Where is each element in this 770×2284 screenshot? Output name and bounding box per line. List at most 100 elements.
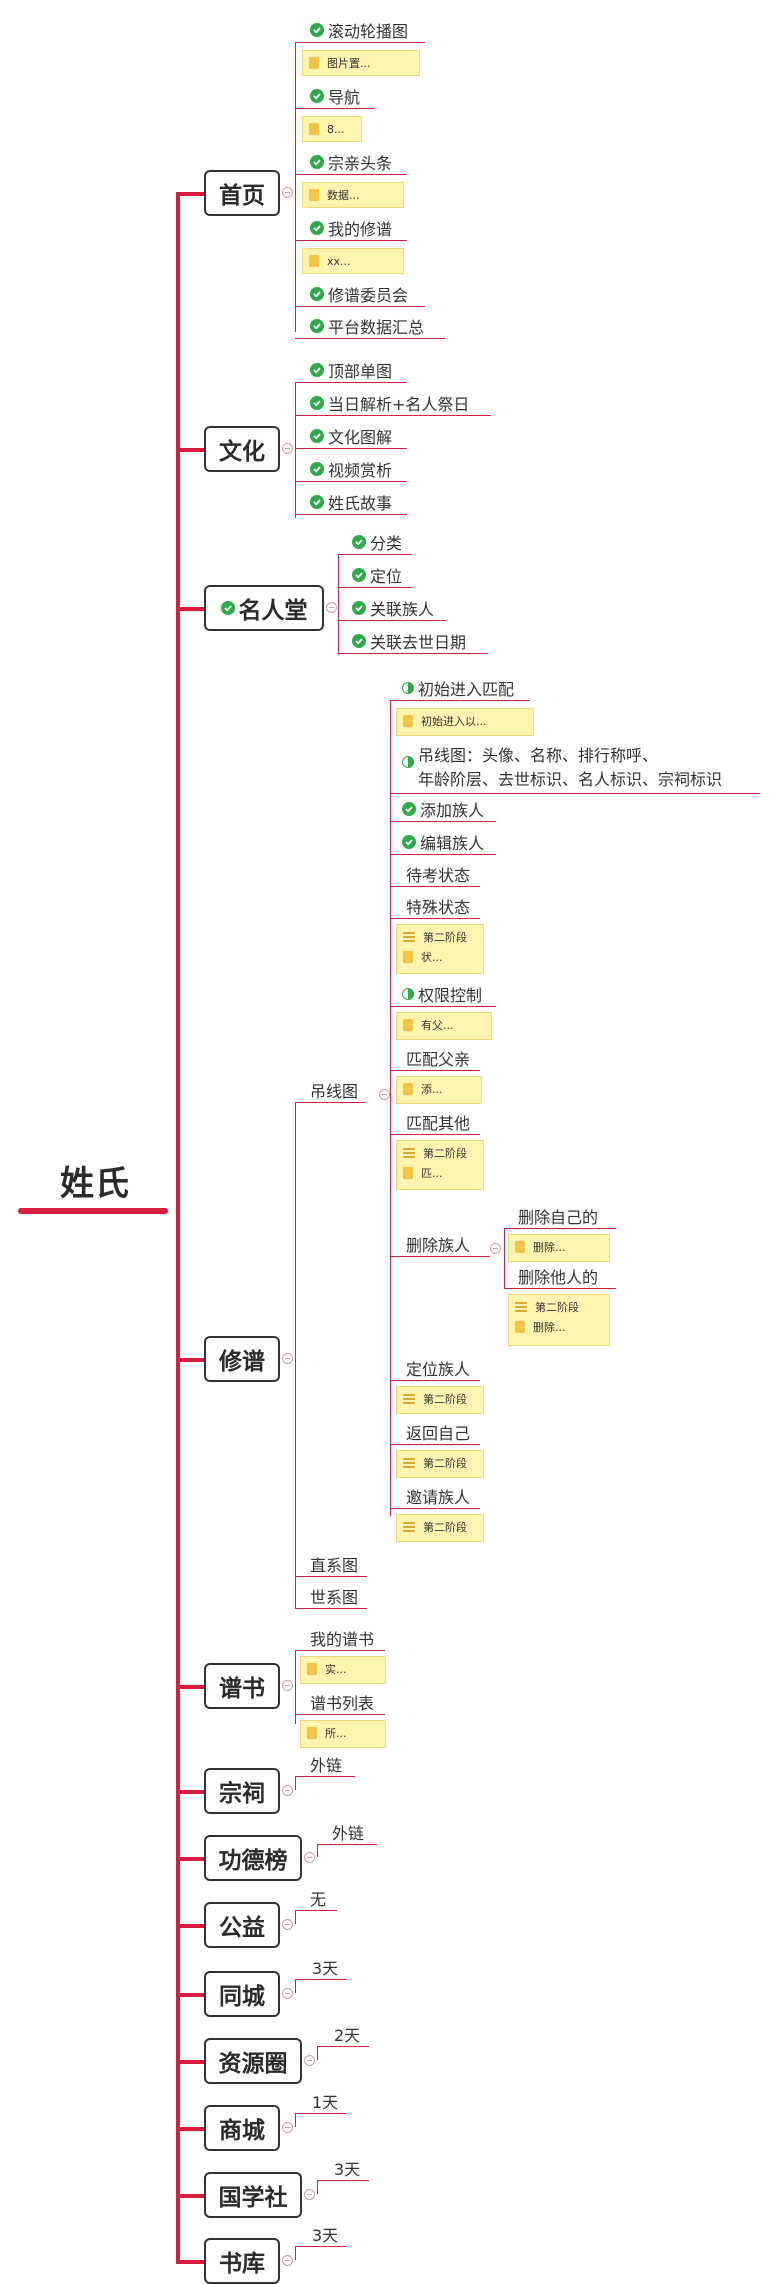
note-text: 8...	[327, 122, 345, 136]
diagram-item-locate-member-note[interactable]: 第二阶段	[396, 1386, 484, 1414]
diagram-item-back-self-note[interactable]: 第二阶段	[396, 1450, 484, 1478]
culture-item-video[interactable]: 视频赏析	[310, 457, 392, 481]
home-item-carousel[interactable]: 滚动轮播图	[310, 18, 408, 42]
diagram-item-special-note[interactable]: 第二阶段 状...	[396, 924, 484, 974]
diagram-item-description[interactable]: 吊线图：头像、名称、排行称呼、 年龄阶层、去世标识、名人标识、宗祠标识	[402, 744, 722, 792]
branch-link	[295, 1910, 296, 1924]
underline	[338, 620, 446, 621]
collapse-toggle-genealogy[interactable]	[282, 1353, 293, 1364]
diagram-item-back-self[interactable]: 返回自己	[406, 1420, 470, 1444]
genealogy-item-generation[interactable]: 世系图	[310, 1584, 358, 1608]
home-item-committee[interactable]: 修谱委员会	[310, 282, 408, 306]
diagram-item-permission-note[interactable]: 有父...	[396, 1012, 492, 1040]
topic-charity[interactable]: 公益	[204, 1902, 280, 1948]
topic-book[interactable]: 谱书	[204, 1663, 280, 1709]
topic-mall[interactable]: 商城	[204, 2105, 280, 2151]
genealogy-item-direct[interactable]: 直系图	[310, 1552, 358, 1576]
diagram-item-initial-match-note[interactable]: 初始进入以...	[396, 708, 534, 736]
collapse-toggle-charity[interactable]	[282, 1919, 293, 1930]
home-item-my-genealogy[interactable]: 我的修谱	[310, 216, 392, 240]
collapse-toggle-book[interactable]	[282, 1680, 293, 1691]
connector-merit	[178, 1857, 204, 1861]
check-circle-icon	[402, 802, 416, 816]
culture-item-daily[interactable]: 当日解析+名人祭日	[310, 391, 469, 415]
book-item-my-book[interactable]: 我的谱书	[310, 1626, 374, 1650]
diagram-item-pending[interactable]: 待考状态	[406, 862, 470, 886]
collapse-toggle-same-city[interactable]	[282, 1988, 293, 1999]
home-item-platform-data[interactable]: 平台数据汇总	[310, 314, 424, 338]
topic-same-city[interactable]: 同城	[204, 1971, 280, 2017]
collapse-toggle-diagram[interactable]	[379, 1089, 390, 1100]
charity-child[interactable]: 无	[310, 1886, 326, 1910]
mall-child-label: 1天	[312, 2093, 339, 2112]
diagram-item-match-other[interactable]: 匹配其他	[406, 1110, 470, 1134]
book-item-my-book-note[interactable]: 实...	[300, 1656, 386, 1684]
delete-item-self-note[interactable]: 删除...	[508, 1234, 610, 1262]
collapse-toggle-culture[interactable]	[282, 443, 293, 454]
same-city-child[interactable]: 3天	[312, 1955, 338, 1979]
collapse-toggle-delete-member[interactable]	[490, 1243, 501, 1254]
delete-item-others-note[interactable]: 第二阶段 删除...	[508, 1294, 610, 1346]
collapse-toggle-library[interactable]	[282, 2255, 293, 2266]
book-item-list[interactable]: 谱书列表	[310, 1690, 374, 1714]
merit-child-label: 外链	[332, 1824, 365, 1843]
collapse-toggle-sinology[interactable]	[304, 2189, 315, 2200]
diagram-item-add-member[interactable]: 添加族人	[402, 797, 484, 821]
fame-item-relate-death[interactable]: 关联去世日期	[352, 629, 466, 653]
topic-home[interactable]: 首页	[204, 170, 280, 216]
underline	[338, 653, 488, 654]
collapse-toggle-mall[interactable]	[282, 2122, 293, 2133]
topic-library[interactable]: 书库	[204, 2238, 280, 2284]
culture-item-story[interactable]: 姓氏故事	[310, 490, 392, 514]
delete-item-self[interactable]: 删除自己的	[518, 1204, 598, 1228]
home-item-headlines-note[interactable]: 数据...	[302, 182, 404, 208]
culture-item-illustration[interactable]: 文化图解	[310, 424, 392, 448]
topic-culture[interactable]: 文化	[204, 426, 280, 472]
home-item-headlines[interactable]: 宗亲头条	[310, 150, 392, 174]
collapse-toggle-home[interactable]	[282, 187, 293, 198]
diagram-item-initial-match[interactable]: 初始进入匹配	[402, 676, 514, 700]
culture-item-banner[interactable]: 顶部单图	[310, 358, 392, 382]
diagram-item-delete-member[interactable]: 删除族人	[406, 1232, 470, 1256]
fame-item-category[interactable]: 分类	[352, 530, 402, 554]
topic-ancestral-hall[interactable]: 宗祠	[204, 1768, 280, 1814]
delete-item-others[interactable]: 删除他人的	[518, 1264, 598, 1288]
collapse-toggle-ancestral-hall[interactable]	[282, 1785, 293, 1796]
home-item-nav-note[interactable]: 8...	[302, 116, 362, 142]
library-child[interactable]: 3天	[312, 2222, 338, 2246]
underline	[390, 1256, 490, 1257]
topic-sinology[interactable]: 国学社	[204, 2172, 302, 2218]
diagram-item-locate-member[interactable]: 定位族人	[406, 1356, 470, 1380]
collapse-toggle-resource[interactable]	[304, 2055, 315, 2066]
topic-genealogy[interactable]: 修谱	[204, 1336, 280, 1382]
diagram-item-edit-member[interactable]: 编辑族人	[402, 830, 484, 854]
merit-child[interactable]: 外链	[332, 1820, 364, 1844]
genealogy-item-diagram[interactable]: 吊线图	[310, 1078, 358, 1102]
mall-child[interactable]: 1天	[312, 2089, 338, 2113]
diagram-item-invite-member-note[interactable]: 第二阶段	[396, 1514, 484, 1542]
topic-fame[interactable]: 名人堂	[204, 585, 324, 631]
root-topic[interactable]: 姓氏	[60, 1163, 130, 1204]
fame-item-locate[interactable]: 定位	[352, 563, 402, 587]
home-item-carousel-note[interactable]: 图片置...	[302, 50, 420, 76]
diagram-item-match-other-note[interactable]: 第二阶段 匹...	[396, 1140, 484, 1190]
sinology-child[interactable]: 3天	[334, 2156, 360, 2180]
book-item-list-note[interactable]: 所...	[300, 1720, 386, 1748]
collapse-toggle-merit[interactable]	[304, 1852, 315, 1863]
home-item-nav[interactable]: 导航	[310, 84, 360, 108]
connector-book	[178, 1685, 204, 1689]
topic-merit[interactable]: 功德榜	[204, 1835, 302, 1881]
fame-item-relate-member[interactable]: 关联族人	[352, 596, 434, 620]
diagram-item-permission[interactable]: 权限控制	[402, 982, 482, 1006]
ancestral-hall-child[interactable]: 外链	[310, 1752, 342, 1776]
diagram-item-invite-member[interactable]: 邀请族人	[406, 1484, 470, 1508]
resource-child[interactable]: 2天	[334, 2022, 360, 2046]
diagram-item-match-father-note[interactable]: 添...	[396, 1076, 482, 1104]
collapse-toggle-fame[interactable]	[326, 602, 337, 613]
diagram-item-special[interactable]: 特殊状态	[406, 894, 470, 918]
root-underline	[18, 1208, 168, 1214]
home-item-my-genealogy-note[interactable]: xx...	[302, 248, 404, 274]
note-text: 匹...	[421, 1167, 443, 1180]
diagram-item-match-father[interactable]: 匹配父亲	[406, 1046, 470, 1070]
topic-resource[interactable]: 资源圈	[204, 2038, 302, 2084]
